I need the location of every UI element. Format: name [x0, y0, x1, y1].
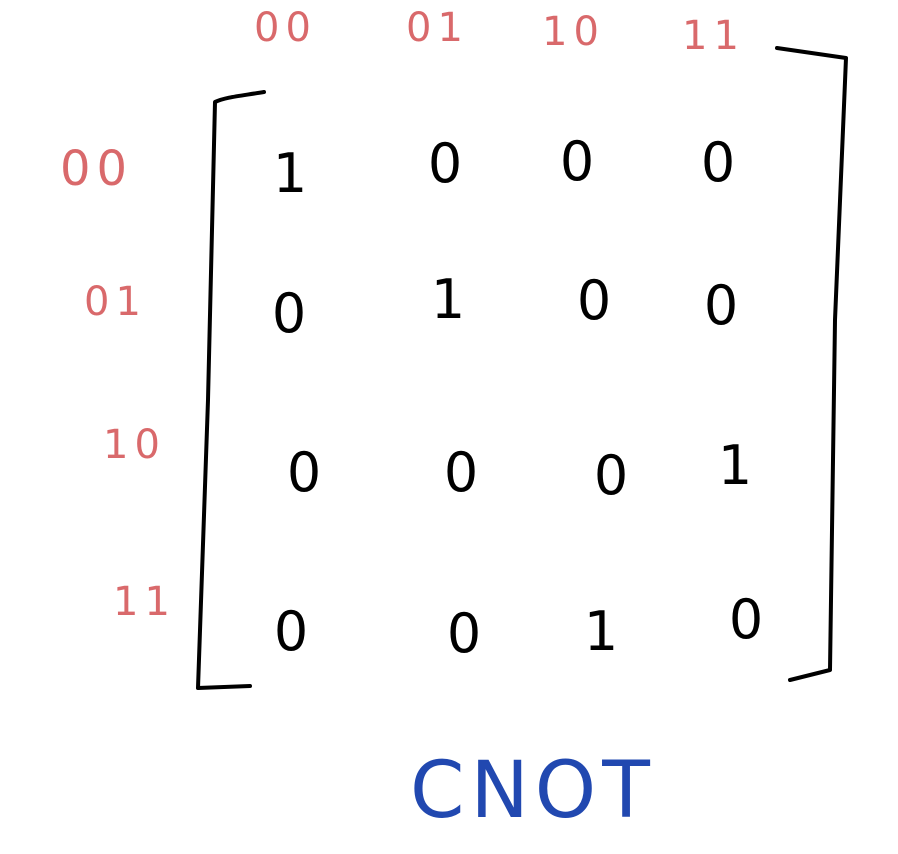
matrix-cell-r3-c2: 0 — [443, 440, 479, 504]
left-bracket — [196, 90, 266, 690]
matrix-cell-r3-c4: 1 — [717, 433, 753, 497]
row-label-01: 01 — [84, 279, 147, 325]
matrix-cell-r3-c3: 0 — [593, 443, 629, 507]
matrix-cell-r1-c1: 1 — [272, 141, 308, 205]
matrix-cell-r3-c1: 0 — [286, 440, 322, 504]
matrix-cell-r1-c3: 0 — [559, 129, 595, 193]
column-label-11: 11 — [682, 13, 745, 59]
matrix-cell-r2-c1: 0 — [271, 281, 307, 345]
row-label-00: 00 — [60, 141, 134, 197]
right-bracket — [775, 46, 848, 682]
matrix-cell-r4-c2: 0 — [446, 601, 482, 665]
matrix-cell-r2-c3: 0 — [576, 268, 612, 332]
row-label-10: 10 — [103, 422, 166, 468]
column-label-10: 10 — [542, 9, 605, 55]
matrix-cell-r4-c3: 1 — [583, 599, 619, 663]
column-label-01: 01 — [406, 5, 469, 51]
diagram-title: CNOT — [410, 746, 656, 836]
matrix-cell-r2-c4: 0 — [703, 273, 739, 337]
matrix-cell-r1-c2: 0 — [427, 131, 463, 195]
matrix-cell-r1-c4: 0 — [700, 130, 736, 194]
row-label-11: 11 — [113, 579, 176, 625]
matrix-cell-r2-c2: 1 — [430, 267, 466, 331]
matrix-cell-r4-c1: 0 — [273, 599, 309, 663]
matrix-cell-r4-c4: 0 — [728, 587, 764, 651]
column-label-00: 00 — [254, 5, 317, 51]
